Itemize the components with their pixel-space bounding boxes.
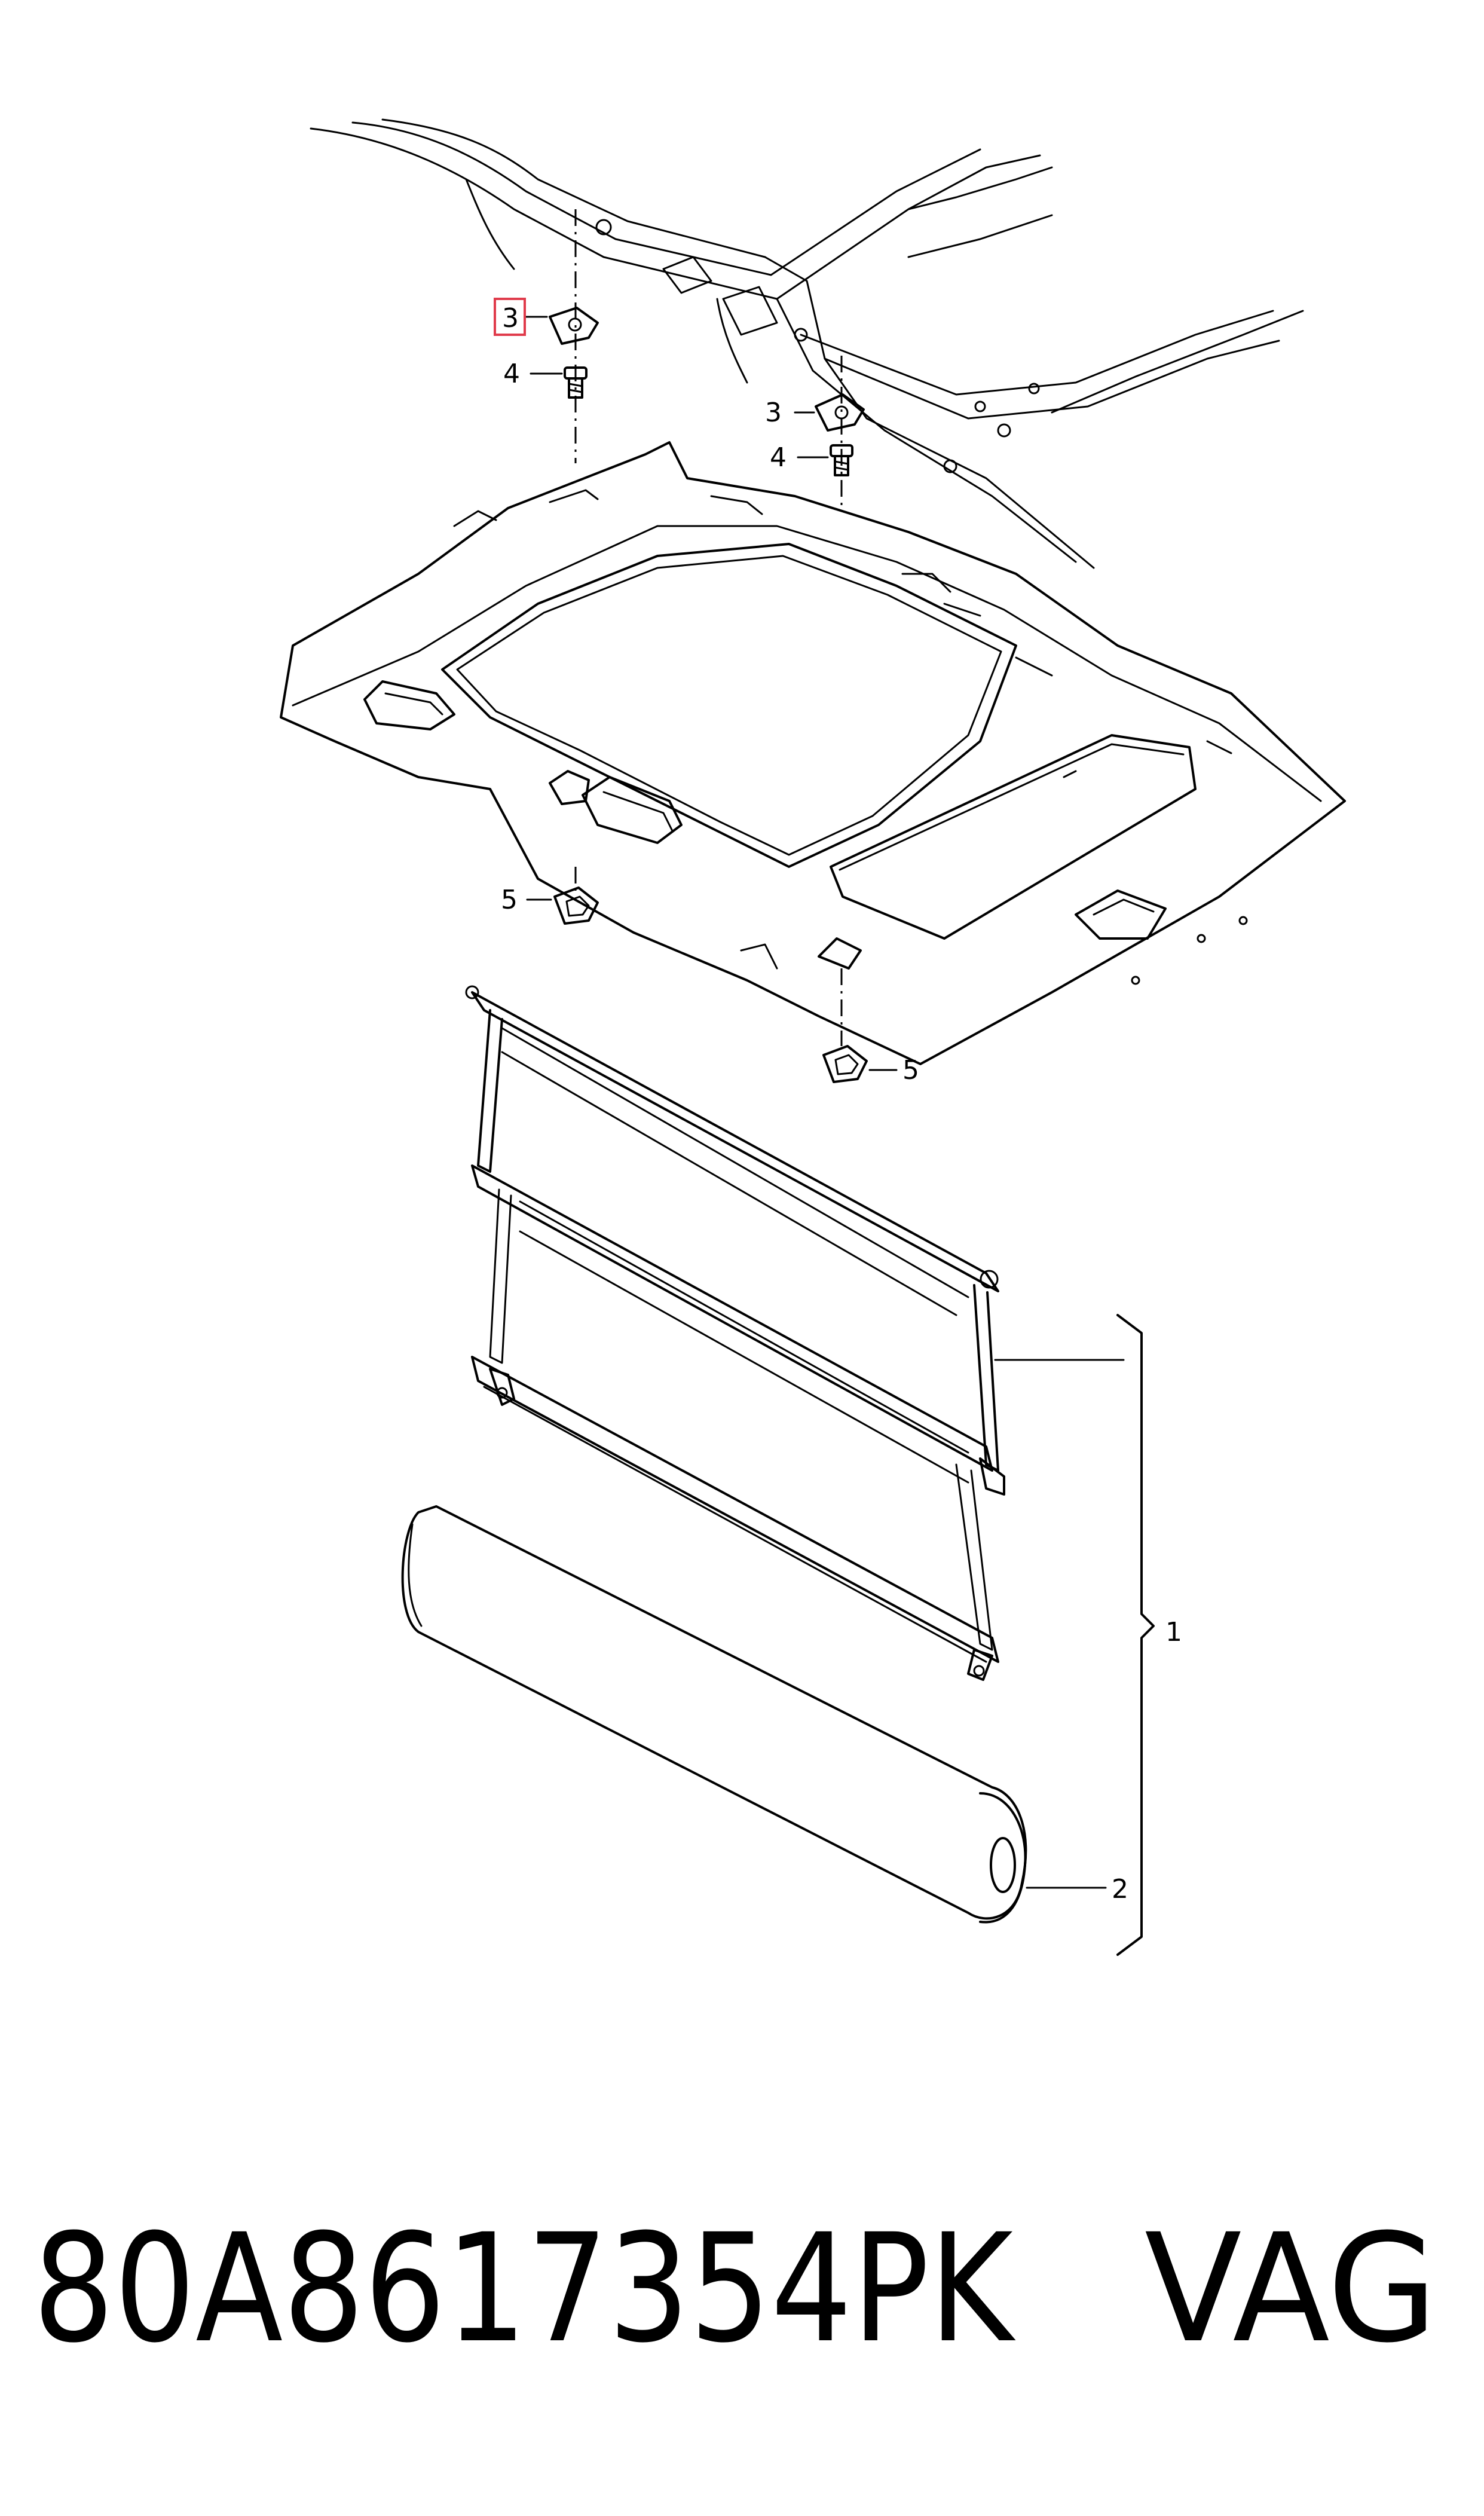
roof-frame [310,118,1304,569]
callout-5-left: 5 [501,885,518,915]
callout-4-left: 4 [503,359,520,389]
clip-right [815,393,865,432]
callout-1: 1 [1165,1617,1182,1647]
cap-left [553,886,599,925]
callout-3-right: 3 [765,398,782,428]
callout-5-right: 5 [902,1055,919,1086]
callout-4-right: 4 [770,442,787,473]
leader-lines [525,316,1125,1889]
part-number: 80A8617354PK [33,2202,1016,2376]
roller-tube [401,1505,1027,1924]
brand: VAG [1145,2202,1437,2376]
callout-3-left: 3 [502,303,519,334]
cap-right [822,1045,868,1083]
clip-left [549,307,599,345]
partition-net [465,985,1005,1681]
callout-2: 2 [1112,1874,1128,1904]
headliner [280,441,1346,1065]
bracket-1 [1116,1314,1155,1956]
callout-3-highlight [494,298,526,336]
